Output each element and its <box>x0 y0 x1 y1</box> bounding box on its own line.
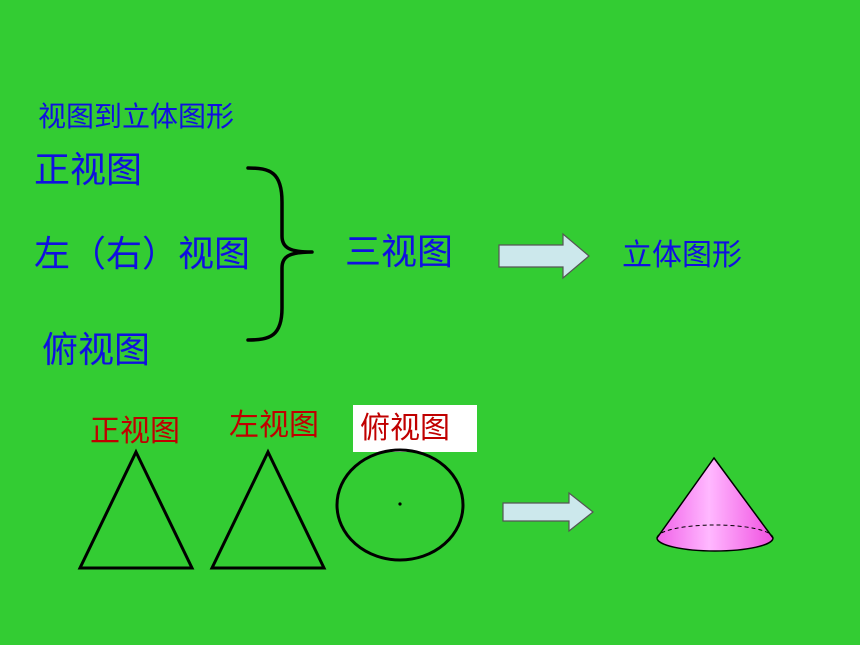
top-view-text: 俯视图 <box>42 330 151 371</box>
front-view-triangle <box>77 448 195 570</box>
top-view-label: 俯视图 <box>360 411 450 446</box>
side-view-text: 左（右）视图 <box>34 234 251 275</box>
front-view-text: 正视图 <box>34 150 143 191</box>
top-view-circle <box>335 448 465 562</box>
right-arrow-icon-bottom <box>502 491 594 533</box>
solid-figure-text: 立体图形 <box>622 238 742 273</box>
slide-title: 视图到立体图形 <box>38 100 235 133</box>
three-views-text: 三视图 <box>345 232 454 273</box>
left-view-triangle <box>209 448 327 570</box>
front-view-label: 正视图 <box>90 414 180 449</box>
right-arrow-icon <box>498 232 590 280</box>
left-view-label: 左视图 <box>229 408 319 443</box>
top-view-label-box <box>353 405 477 452</box>
curly-brace-icon <box>246 166 314 342</box>
cone-solid <box>656 456 774 552</box>
